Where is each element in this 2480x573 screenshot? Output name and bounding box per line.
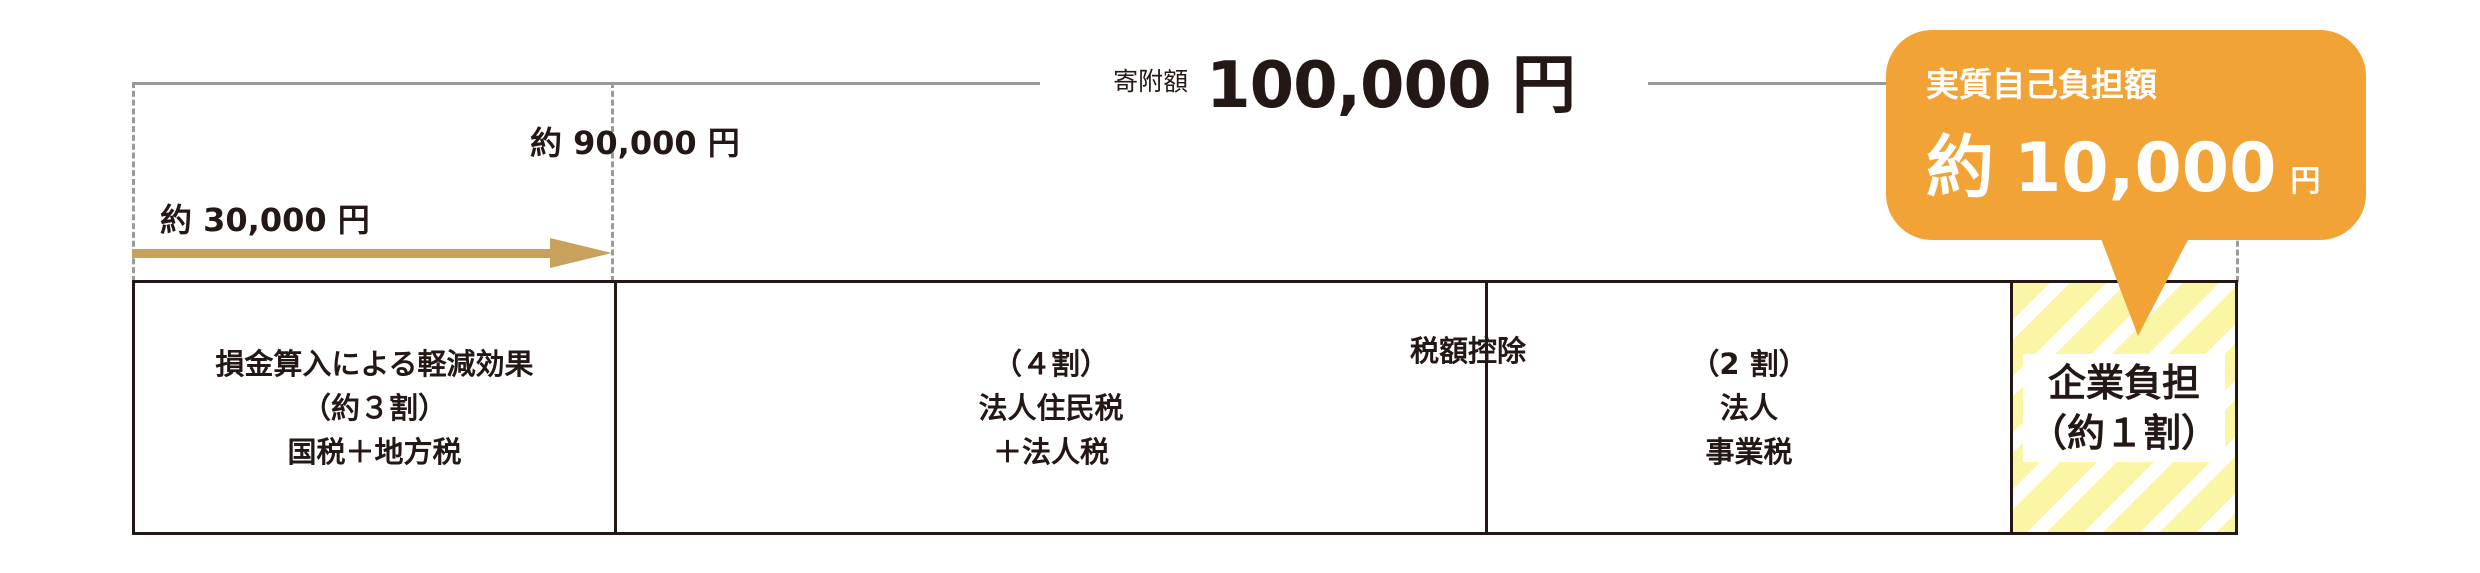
callout-tail [2100, 236, 2190, 336]
total-line-left [132, 82, 1040, 85]
segment-business-tax-line: 事業税 [1705, 434, 1793, 469]
arrow-icon [132, 238, 612, 268]
total-amount: 100,000 円 [1206, 49, 1576, 123]
total-donation-label: 寄附額 100,000 円 [1040, 30, 1648, 130]
segment-resident-tax: （４割） 法人住民税 ＋法人税 [614, 283, 1485, 532]
tax-deduction-label: 税額控除 [1410, 334, 1527, 368]
callout-prefix: 約 [1926, 129, 1995, 208]
segment-corp-tax-line: 国税＋地方税 [287, 434, 462, 469]
segment-resident-tax-line: 法人住民税 [978, 390, 1124, 425]
self-burden-callout: 実質自己負担額 約 10,000 円 [1886, 30, 2366, 240]
split-dashed-line [611, 82, 614, 282]
segment-resident-tax-line: （４割） [992, 346, 1109, 381]
segment-business-tax-line: 法人 [1719, 390, 1778, 425]
total-tick-left [132, 82, 135, 282]
marker-90k-label: 約 90,000 円 [530, 124, 740, 162]
segment-corp-tax: 損金算入による軽減効果 （約３割） 国税＋地方税 [135, 283, 614, 532]
callout-unit: 円 [2290, 164, 2321, 199]
callout-amount-row: 約 10,000 円 [1926, 112, 2320, 211]
segment-business-tax: （2 割） 法人 事業税 [1485, 283, 2010, 532]
segment-corp-tax-line: 損金算入による軽減効果 [215, 346, 534, 381]
total-tick-right [2236, 232, 2239, 282]
segment-resident-tax-line: ＋法人税 [992, 434, 1109, 469]
tax-breakdown-bar: 損金算入による軽減効果 （約３割） 国税＋地方税 （４割） 法人住民税 ＋法人税… [132, 280, 2238, 535]
segment-corp-tax-line: （約３割） [301, 390, 447, 425]
callout-title: 実質自己負担額 [1926, 65, 2157, 104]
segment-company-burden-line: （約１割） [2028, 410, 2219, 455]
segment-company-burden-line: 企業負担 [2047, 360, 2200, 405]
segment-business-tax-line: （2 割） [1690, 346, 1808, 381]
total-prefix: 寄附額 [1113, 67, 1189, 96]
segment-company-burden: 企業負担 （約１割） [2010, 283, 2235, 532]
marker-30k-label: 約 30,000 円 [160, 201, 370, 239]
callout-amount: 10,000 [2014, 129, 2277, 208]
